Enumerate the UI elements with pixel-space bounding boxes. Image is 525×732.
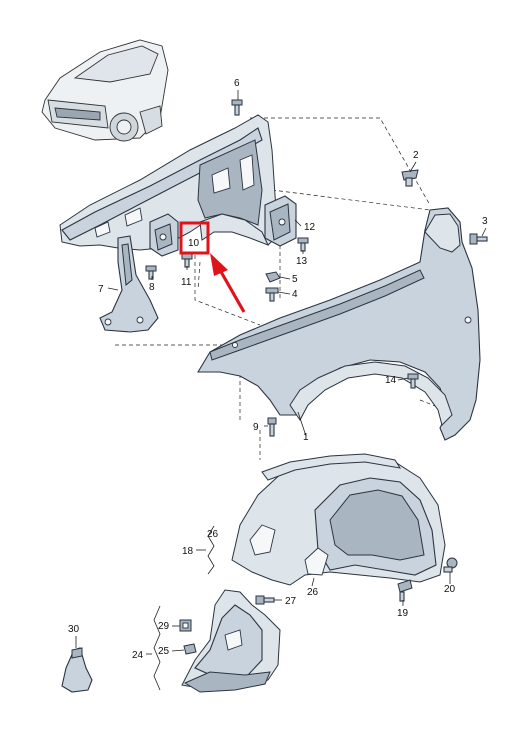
callout-10: 10 <box>188 238 200 249</box>
callout-1: 1 <box>303 432 309 443</box>
callout-8: 8 <box>149 282 155 293</box>
highlight-part-10 <box>179 221 246 313</box>
hardware-bag <box>61 647 93 693</box>
callout-26-lower: 26 <box>307 587 319 598</box>
callout-9: 9 <box>253 422 259 433</box>
clip-9 <box>267 417 277 437</box>
clip-2 <box>401 169 419 187</box>
bracket-part-10 <box>149 213 179 257</box>
screw-13 <box>297 237 309 252</box>
callout-25: 25 <box>158 646 170 657</box>
strut-bracket <box>99 235 159 333</box>
callout-5: 5 <box>292 274 298 285</box>
callout-12: 12 <box>304 222 316 233</box>
callout-19: 19 <box>397 608 409 619</box>
screw-8 <box>145 265 157 280</box>
callout-7: 7 <box>98 284 104 295</box>
screw-3 <box>469 233 488 245</box>
clip-20 <box>443 557 458 573</box>
callout-24: 24 <box>132 650 144 661</box>
callout-18: 18 <box>182 546 194 557</box>
inner-arch-panel <box>59 114 279 251</box>
screw-14 <box>407 373 419 389</box>
callout-4: 4 <box>292 289 298 300</box>
nut-5 <box>265 271 281 283</box>
wheel-housing-liner <box>231 453 446 586</box>
callout-3: 3 <box>482 216 488 227</box>
clip-29 <box>179 619 192 632</box>
leader-lines <box>75 90 487 691</box>
callout-20: 20 <box>444 584 456 595</box>
screw-6 <box>231 99 243 116</box>
callout-6: 6 <box>234 78 240 89</box>
callout-11: 11 <box>181 277 192 288</box>
callout-13: 13 <box>296 256 308 267</box>
callout-29: 29 <box>158 621 170 632</box>
callout-14: 14 <box>385 375 397 386</box>
screw-19 <box>397 579 413 602</box>
callout-26-upper: 26 <box>207 529 219 540</box>
callout-30: 30 <box>68 624 80 635</box>
callout-2: 2 <box>413 150 419 161</box>
callout-labels: 6 2 3 5 4 12 13 10 8 11 7 14 9 1 26 18 2… <box>68 78 488 661</box>
car-thumbnail <box>41 39 169 142</box>
lower-liner <box>181 589 281 693</box>
screw-4 <box>265 287 279 302</box>
clip-25 <box>183 643 197 655</box>
callout-27: 27 <box>285 596 297 607</box>
bracket-part-12 <box>264 195 297 247</box>
screw-11 <box>181 253 193 268</box>
fasteners <box>61 99 488 693</box>
screw-27 <box>255 595 275 605</box>
